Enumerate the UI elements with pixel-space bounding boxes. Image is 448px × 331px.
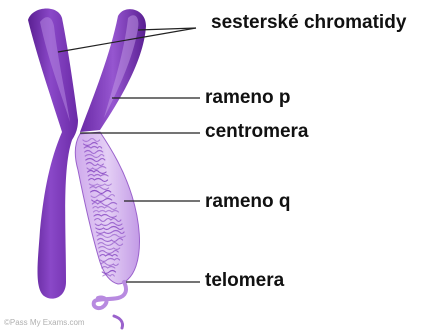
label-telomere: telomera <box>205 271 284 290</box>
label-sister-chromatids: sesterské chromatidy <box>211 13 406 32</box>
right-chromatid-q-arm <box>75 132 139 284</box>
telomere-tail-small <box>114 316 123 328</box>
watermark: ©Pass My Exams.com <box>4 318 85 327</box>
label-q-arm: rameno q <box>205 192 291 211</box>
label-p-arm: rameno p <box>205 88 291 107</box>
label-centromere: centromera <box>205 122 309 141</box>
telomere-tail <box>94 282 126 308</box>
